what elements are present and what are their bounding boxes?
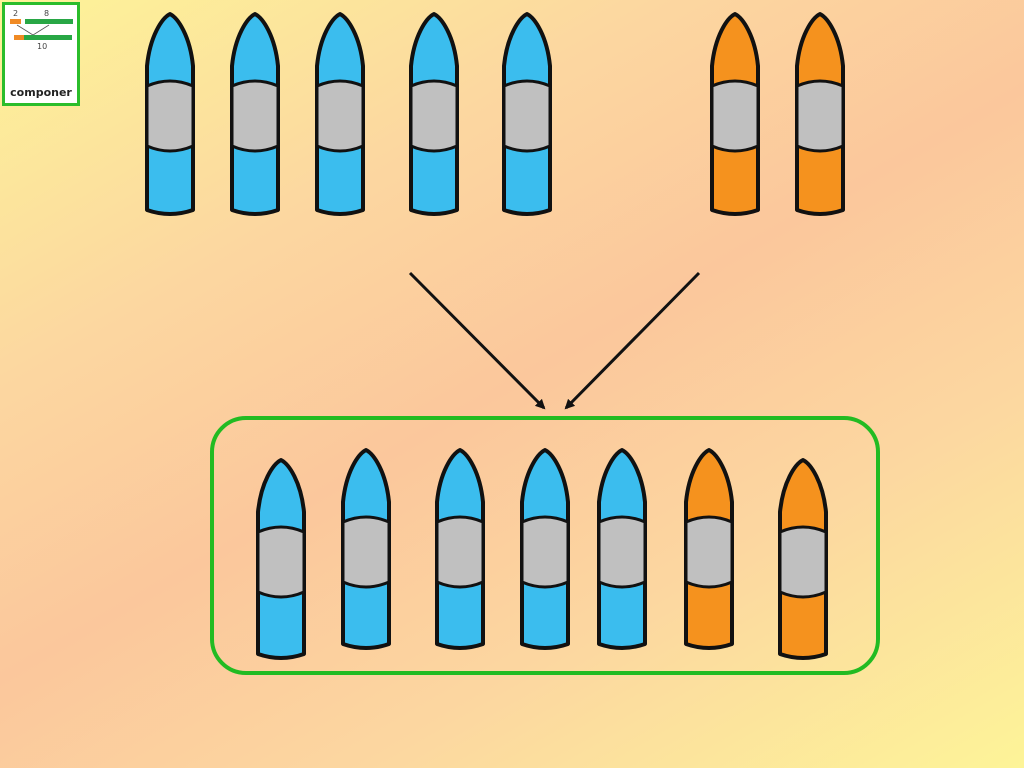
- crayon-band: [502, 79, 552, 153]
- logo-whole: 10: [37, 42, 47, 51]
- bar-model-icon: 2 8 10: [10, 9, 73, 51]
- crayon-band: [145, 79, 195, 153]
- logo-green-bar-top: [25, 19, 73, 24]
- logo-part-large: 8: [44, 9, 49, 18]
- crayon-blue-combined-3: [435, 448, 485, 650]
- crayon-band: [597, 515, 647, 589]
- crayon-band: [341, 515, 391, 589]
- crayon-band: [710, 79, 760, 153]
- logo-orange-bar-bottom: [14, 35, 24, 40]
- top-orange-crayon-group: [710, 12, 845, 216]
- crayon-band: [409, 79, 459, 153]
- arrow-right: [564, 271, 701, 410]
- crayon-orange-combined-6: [684, 448, 734, 650]
- crayon-band: [520, 515, 570, 589]
- logo-orange-bar-top: [10, 19, 21, 24]
- crayon-blue-top-4: [409, 12, 459, 216]
- crayon-band: [435, 515, 485, 589]
- logo-label: componer: [10, 86, 72, 99]
- crayon-blue-top-3: [315, 12, 365, 216]
- crayon-orange-combined-7: [778, 458, 828, 660]
- logo-connector-left: [16, 24, 34, 36]
- crayon-band: [795, 79, 845, 153]
- top-blue-crayon-group: [145, 12, 552, 216]
- crayon-orange-top-2: [795, 12, 845, 216]
- crayon-blue-combined-2: [341, 448, 391, 650]
- crayon-blue-combined-5: [597, 448, 647, 650]
- crayon-orange-top-1: [710, 12, 760, 216]
- crayon-blue-top-2: [230, 12, 280, 216]
- crayon-band: [778, 525, 828, 599]
- crayon-band: [315, 79, 365, 153]
- arrow-left: [408, 271, 546, 410]
- combined-group-box: [210, 416, 880, 675]
- crayon-blue-top-5: [502, 12, 552, 216]
- crayon-blue-combined-4: [520, 448, 570, 650]
- logo-connector-right: [32, 24, 50, 36]
- crayon-band: [256, 525, 306, 599]
- componer-logo[interactable]: 2 8 10 componer: [2, 2, 80, 106]
- crayon-blue-combined-1: [256, 458, 306, 660]
- logo-green-bar-bottom: [24, 35, 72, 40]
- logo-part-small: 2: [13, 9, 18, 18]
- crayon-band: [684, 515, 734, 589]
- crayon-blue-top-1: [145, 12, 195, 216]
- crayon-band: [230, 79, 280, 153]
- combined-crayon-group: [256, 448, 828, 660]
